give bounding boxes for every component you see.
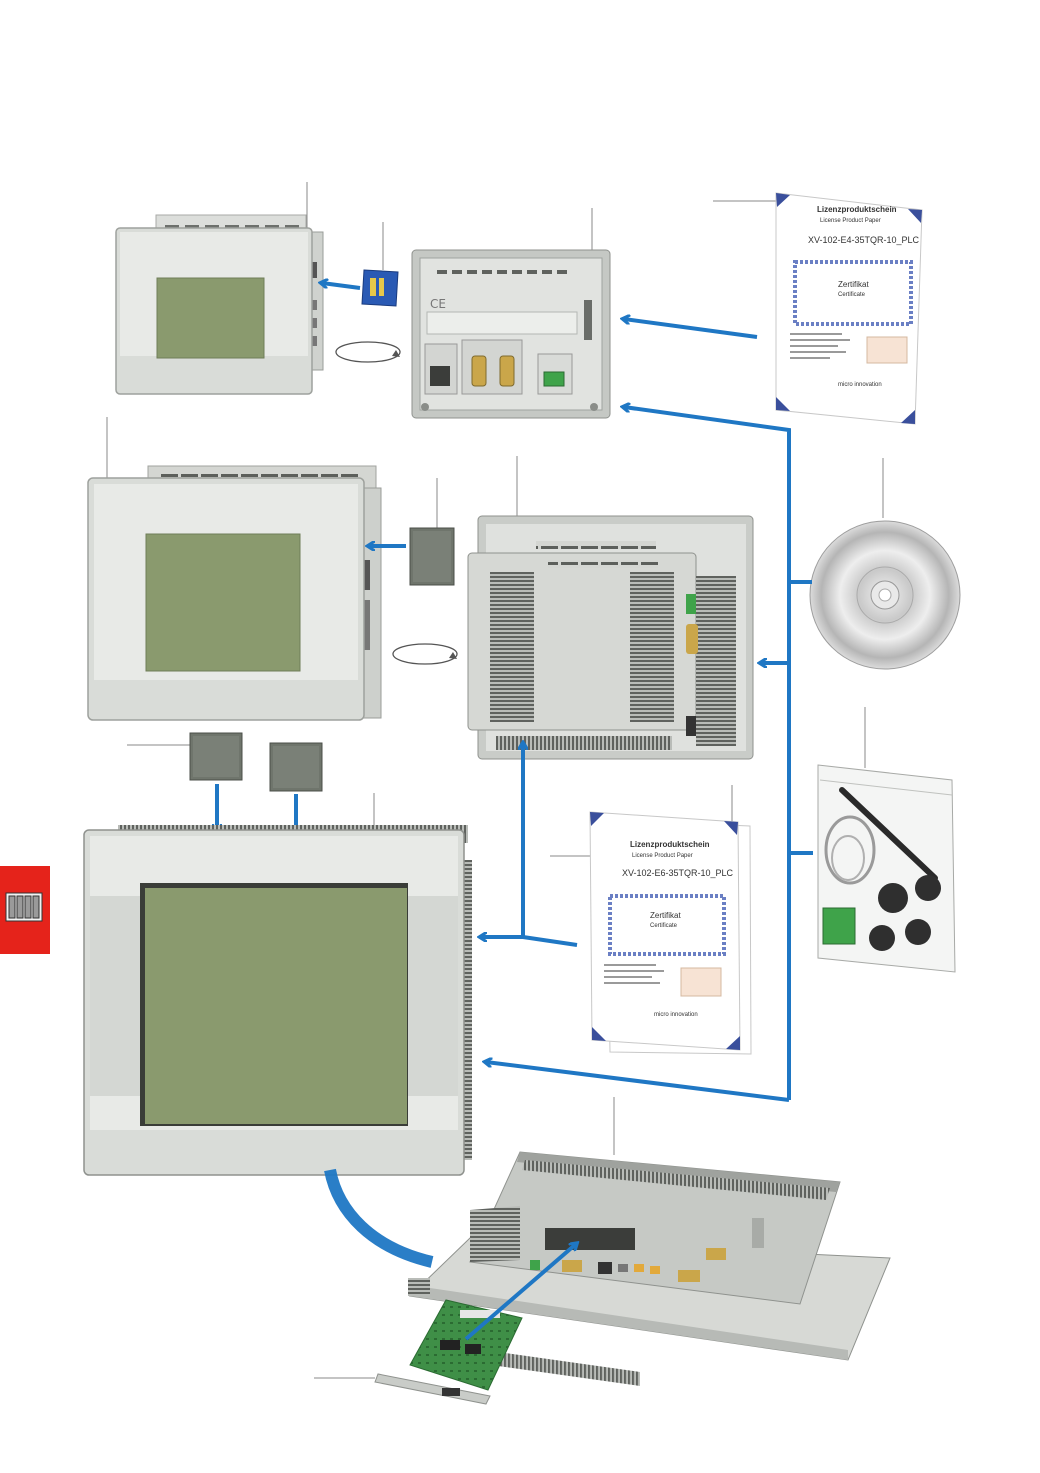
panel-medium-back <box>467 515 754 760</box>
arrow-card-to-slot <box>464 1244 576 1341</box>
panel-small-front <box>115 214 324 395</box>
arrow-cert-to-small-back <box>624 319 758 339</box>
cert-mid-brand: micro innovation <box>654 1012 698 1018</box>
rotate-arrow-icon <box>392 643 458 665</box>
rotate-arrow-icon <box>335 341 401 363</box>
cert-top-seal-title: Zertifikat <box>838 280 869 289</box>
cert-mid-heading: Lizenzproduktschein <box>630 840 710 849</box>
cf-card-icon <box>269 742 323 792</box>
cert-mid-seal-sub: Certificate <box>650 923 678 929</box>
cert-mid-subheading: License Product Paper <box>632 853 693 859</box>
distribution-lines <box>481 407 813 1102</box>
stylus-icon <box>839 787 938 881</box>
cert-top-product-code: XV-102-E4-35TQR-10_PLC <box>808 235 920 245</box>
cert-mid-seal-title: Zertifikat <box>650 911 681 920</box>
cert-top-heading: Lizenzproduktschein <box>817 205 897 214</box>
panel-large-back <box>408 1151 891 1386</box>
cf-card-icon <box>409 527 455 586</box>
ce-mark: CE <box>430 297 446 311</box>
certificate-mid: Lizenzproduktschein License Product Pape… <box>589 811 752 1055</box>
cf-card-icon <box>189 732 243 781</box>
cert-top-subheading: License Product Paper <box>820 218 881 224</box>
panel-medium-front <box>87 465 382 721</box>
cert-top-brand: micro innovation <box>838 382 882 388</box>
arrow-sd-to-panel <box>322 283 361 290</box>
accessory-bag-icon <box>817 764 956 973</box>
plc-rack-icon <box>5 892 43 922</box>
cert-top-seal-sub: Certificate <box>838 292 866 298</box>
sd-card-icon <box>361 269 399 307</box>
panel-large-front <box>83 825 472 1176</box>
curve-front-to-back <box>324 1168 434 1268</box>
expansion-card-icon <box>374 1299 523 1405</box>
cert-mid-product-code: XV-102-E6-35TQR-10_PLC <box>622 868 734 878</box>
certificate-top: Lizenzproduktschein License Product Pape… <box>775 192 923 425</box>
cd-rom-icon <box>809 520 961 670</box>
panel-small-back: CE <box>411 249 611 419</box>
